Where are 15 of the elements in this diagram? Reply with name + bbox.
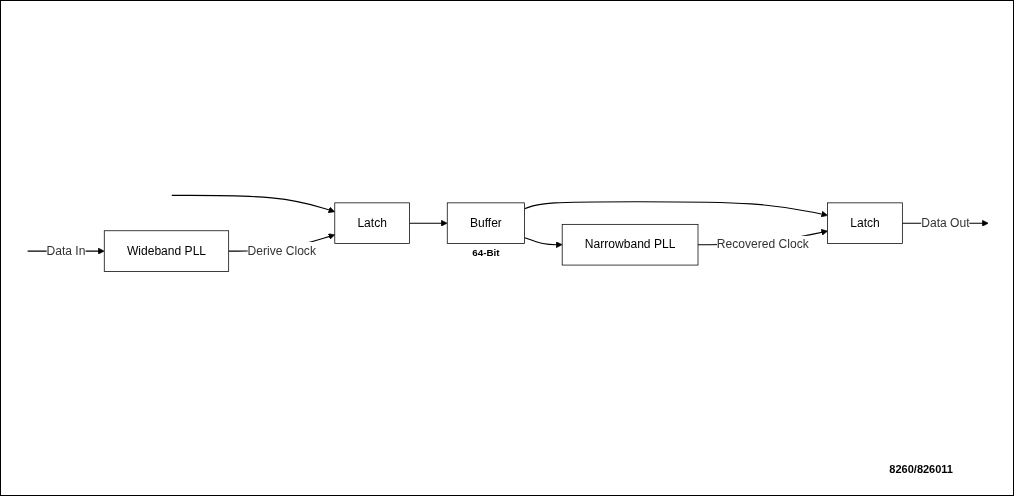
figure-number: 8260/826011 <box>889 463 953 475</box>
arrow <box>171 195 336 214</box>
node-box: Buffer <box>446 202 525 245</box>
arrow <box>523 201 828 218</box>
edge-label: Recovered Clock <box>716 238 809 251</box>
node-box: Narrowband PLL <box>561 224 699 266</box>
node-box: Latch <box>827 202 903 245</box>
edge-label: Derive Clock <box>247 244 316 258</box>
edge-label: Data Out <box>921 216 970 230</box>
node-box: Wideband PLL <box>103 230 230 273</box>
arrow <box>523 237 563 249</box>
arrow <box>409 220 448 227</box>
node-box: Latch <box>334 202 410 245</box>
node-caption: 64-Bit <box>472 246 500 258</box>
edge-label: Data In <box>46 244 86 258</box>
